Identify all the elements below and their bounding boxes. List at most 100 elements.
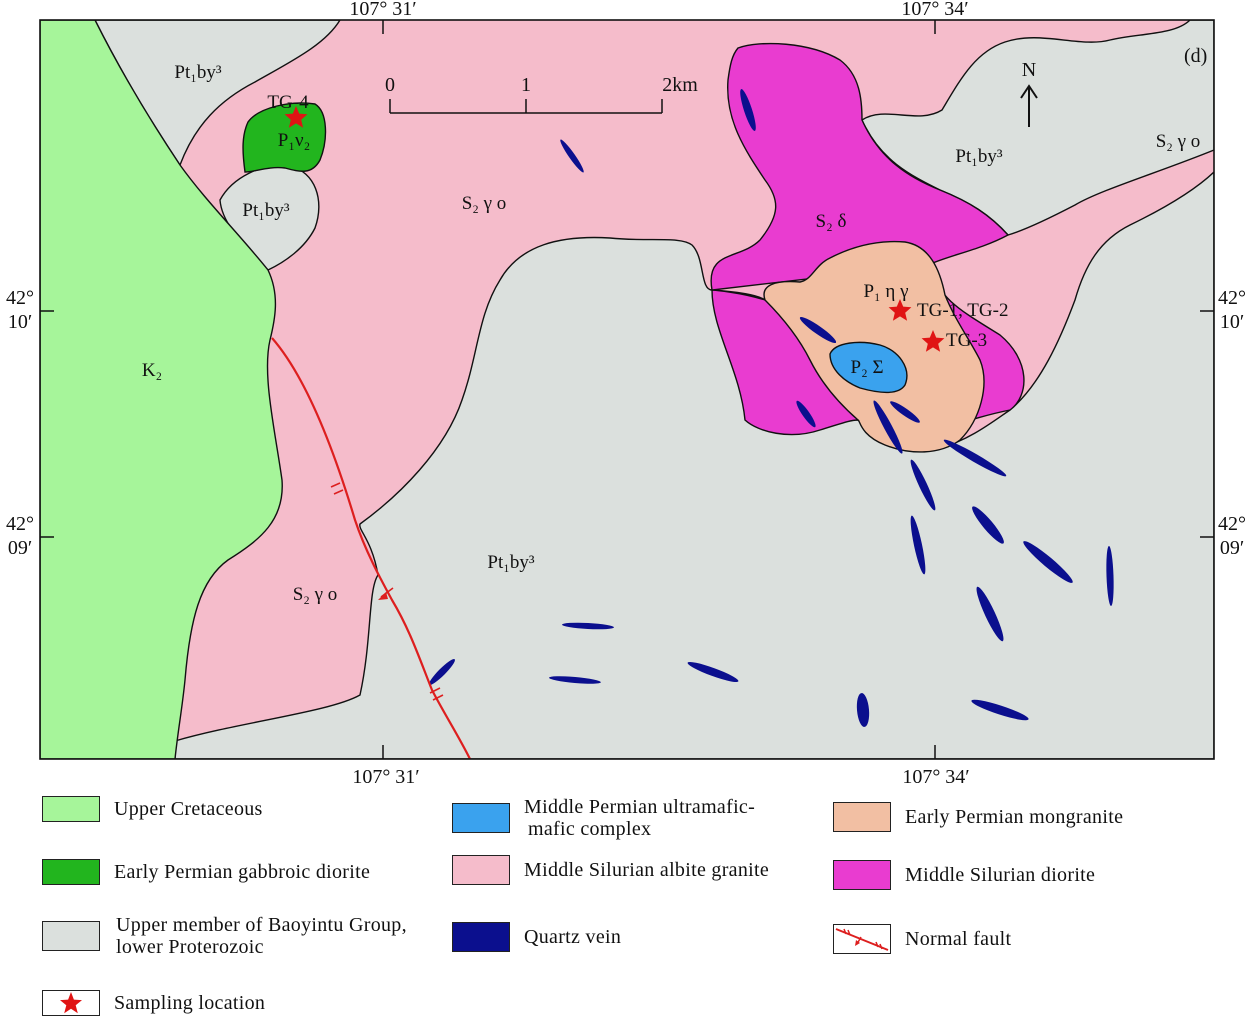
- label-p2-sigma: P₂ Σ: [851, 357, 884, 378]
- quartz-vein: [943, 439, 1007, 477]
- sample-star-icon: [921, 330, 945, 352]
- quartz-vein: [1023, 541, 1073, 583]
- quartz-vein: [910, 459, 936, 511]
- coord-left-upper-min: 10′: [8, 311, 32, 333]
- scale-bar: [389, 99, 663, 114]
- panel-label: (d): [1184, 45, 1207, 67]
- legend-item-gabbroic-diorite: Early Permian gabbroic diorite: [42, 855, 370, 889]
- legend-label-sampling: Sampling location: [114, 992, 266, 1014]
- legend-label-baoyintu-line2: lower Proterozoic: [116, 936, 264, 958]
- legend-item-sampling: Sampling location: [42, 986, 265, 1020]
- label-s2go-right: S₂ γ o: [1156, 131, 1201, 152]
- legend-item-normal-fault: Normal fault: [833, 922, 1011, 956]
- legend-label-ultramafic-line2: mafic complex: [528, 818, 652, 840]
- label-s2go-top: S₂ γ o: [462, 193, 507, 214]
- quartz-vein: [972, 506, 1004, 544]
- sample-label-tg4: TG-4: [267, 92, 309, 113]
- label-pt-top-left: Pt₁by³: [174, 62, 221, 83]
- star-icon: [60, 992, 82, 1014]
- legend-label-ultramafic-line1: Middle Permian ultramafic-: [524, 796, 756, 818]
- legend-label-gabbroic-diorite: Early Permian gabbroic diorite: [114, 861, 371, 883]
- label-k2: K₂: [142, 360, 162, 381]
- quartz-vein: [971, 699, 1029, 721]
- quartz-vein: [976, 586, 1004, 642]
- scale-tick-0: 0: [385, 74, 395, 96]
- label-pt-small: Pt₁by³: [242, 200, 289, 221]
- coord-left-lower-deg: 42°: [6, 513, 34, 535]
- coord-right-lower-min: 09′: [1220, 537, 1244, 559]
- legend-label-baoyintu-line1: Upper member of Baoyintu Group,: [116, 914, 407, 936]
- graticule-ticks: [40, 20, 1214, 759]
- legend-swatch-mongranite: [833, 802, 891, 832]
- legend-swatch-upper-cretaceous: [42, 796, 100, 822]
- quartz-vein: [429, 659, 455, 685]
- legend-swatch-gabbroic-diorite: [42, 859, 100, 885]
- label-pt-top-right: Pt₁by³: [955, 146, 1002, 167]
- legend-swatch-silurian-diorite: [833, 860, 891, 890]
- legend-item-albite-granite: Middle Silurian albite granite: [452, 853, 769, 887]
- fault-symbol-icon: [835, 928, 889, 951]
- quartz-vein: [687, 662, 739, 682]
- coord-left-upper-deg: 42°: [6, 287, 34, 309]
- quartz-vein: [560, 139, 584, 173]
- quartz-vein: [549, 676, 601, 684]
- quartz-vein: [890, 401, 920, 423]
- legend-swatch-baoyintu: [42, 921, 100, 951]
- gabbroic-diorite-area: [242, 102, 327, 173]
- legend-item-upper-cretaceous: Upper Cretaceous: [42, 792, 263, 826]
- sample-label-tg3: TG-3: [946, 330, 987, 351]
- legend-label-silurian-diorite: Middle Silurian diorite: [905, 864, 1096, 886]
- label-s2go-bottom: S₂ γ o: [293, 584, 338, 605]
- coord-right-lower-deg: 42°: [1218, 513, 1246, 535]
- quartz-vein: [562, 622, 614, 630]
- quartz-veins: [429, 89, 1114, 727]
- legend-label-albite-granite: Middle Silurian albite granite: [524, 859, 770, 881]
- legend-swatch-normal-fault: [833, 924, 891, 954]
- quartz-vein: [873, 400, 903, 454]
- quartz-vein: [1106, 546, 1114, 606]
- quartz-vein: [799, 316, 837, 344]
- quartz-vein: [796, 400, 816, 428]
- legend-swatch-ultramafic: [452, 803, 510, 833]
- legend-swatch-quartz-vein: [452, 922, 510, 952]
- legend-label-quartz-vein: Quartz vein: [524, 926, 622, 948]
- legend-swatch-albite-granite: [452, 855, 510, 885]
- coord-bottom-right: 107° 34′: [902, 766, 969, 788]
- coord-top-right: 107° 34′: [901, 0, 968, 20]
- legend-label-mongranite: Early Permian mongranite: [905, 806, 1124, 828]
- legend-label-ultramafic: Middle Permian ultramafic- mafic complex: [524, 796, 755, 840]
- scale-tick-2km: 2km: [662, 74, 698, 96]
- quartz-vein: [910, 515, 926, 575]
- label-p1-nu2: P₁ν₂: [278, 130, 310, 151]
- coord-bottom-left: 107° 31′: [352, 766, 419, 788]
- north-arrow-icon: [1020, 84, 1038, 127]
- quartz-vein: [856, 693, 870, 727]
- legend-item-mongranite: Early Permian mongranite: [833, 800, 1123, 834]
- sample-star-icon: [284, 106, 308, 128]
- label-pt-bottom: Pt₁by³: [487, 552, 534, 573]
- sample-label-tg1-tg2: TG-1, TG-2: [917, 300, 1008, 321]
- upper-cretaceous-area: [40, 20, 283, 759]
- coord-left-lower-min: 09′: [8, 537, 32, 559]
- legend-item-ultramafic: Middle Permian ultramafic- mafic complex: [452, 796, 755, 840]
- legend-item-silurian-diorite: Middle Silurian diorite: [833, 858, 1095, 892]
- coord-top-left: 107° 31′: [349, 0, 416, 20]
- scale-tick-1: 1: [521, 74, 531, 96]
- legend-label-baoyintu: Upper member of Baoyintu Group, lower Pr…: [116, 914, 407, 958]
- legend-label-upper-cretaceous: Upper Cretaceous: [114, 798, 263, 820]
- legend-item-baoyintu: Upper member of Baoyintu Group, lower Pr…: [42, 914, 407, 958]
- coord-right-upper-deg: 42°: [1218, 287, 1246, 309]
- legend-item-quartz-vein: Quartz vein: [452, 920, 621, 954]
- ultramafic-area: [829, 341, 908, 394]
- legend-label-normal-fault: Normal fault: [905, 928, 1012, 950]
- north-label: N: [1022, 59, 1036, 81]
- quartz-vein: [740, 89, 756, 131]
- coord-right-upper-min: 10′: [1220, 311, 1244, 333]
- baoyintu-area-bottom: [174, 171, 1214, 759]
- label-s2-delta: S₂ δ: [816, 211, 847, 232]
- label-p1-eta-gamma: P₁ η γ: [863, 281, 908, 302]
- map-frame: [39, 19, 1215, 760]
- sample-star-icon: [888, 299, 912, 321]
- legend-swatch-sampling: [42, 990, 100, 1016]
